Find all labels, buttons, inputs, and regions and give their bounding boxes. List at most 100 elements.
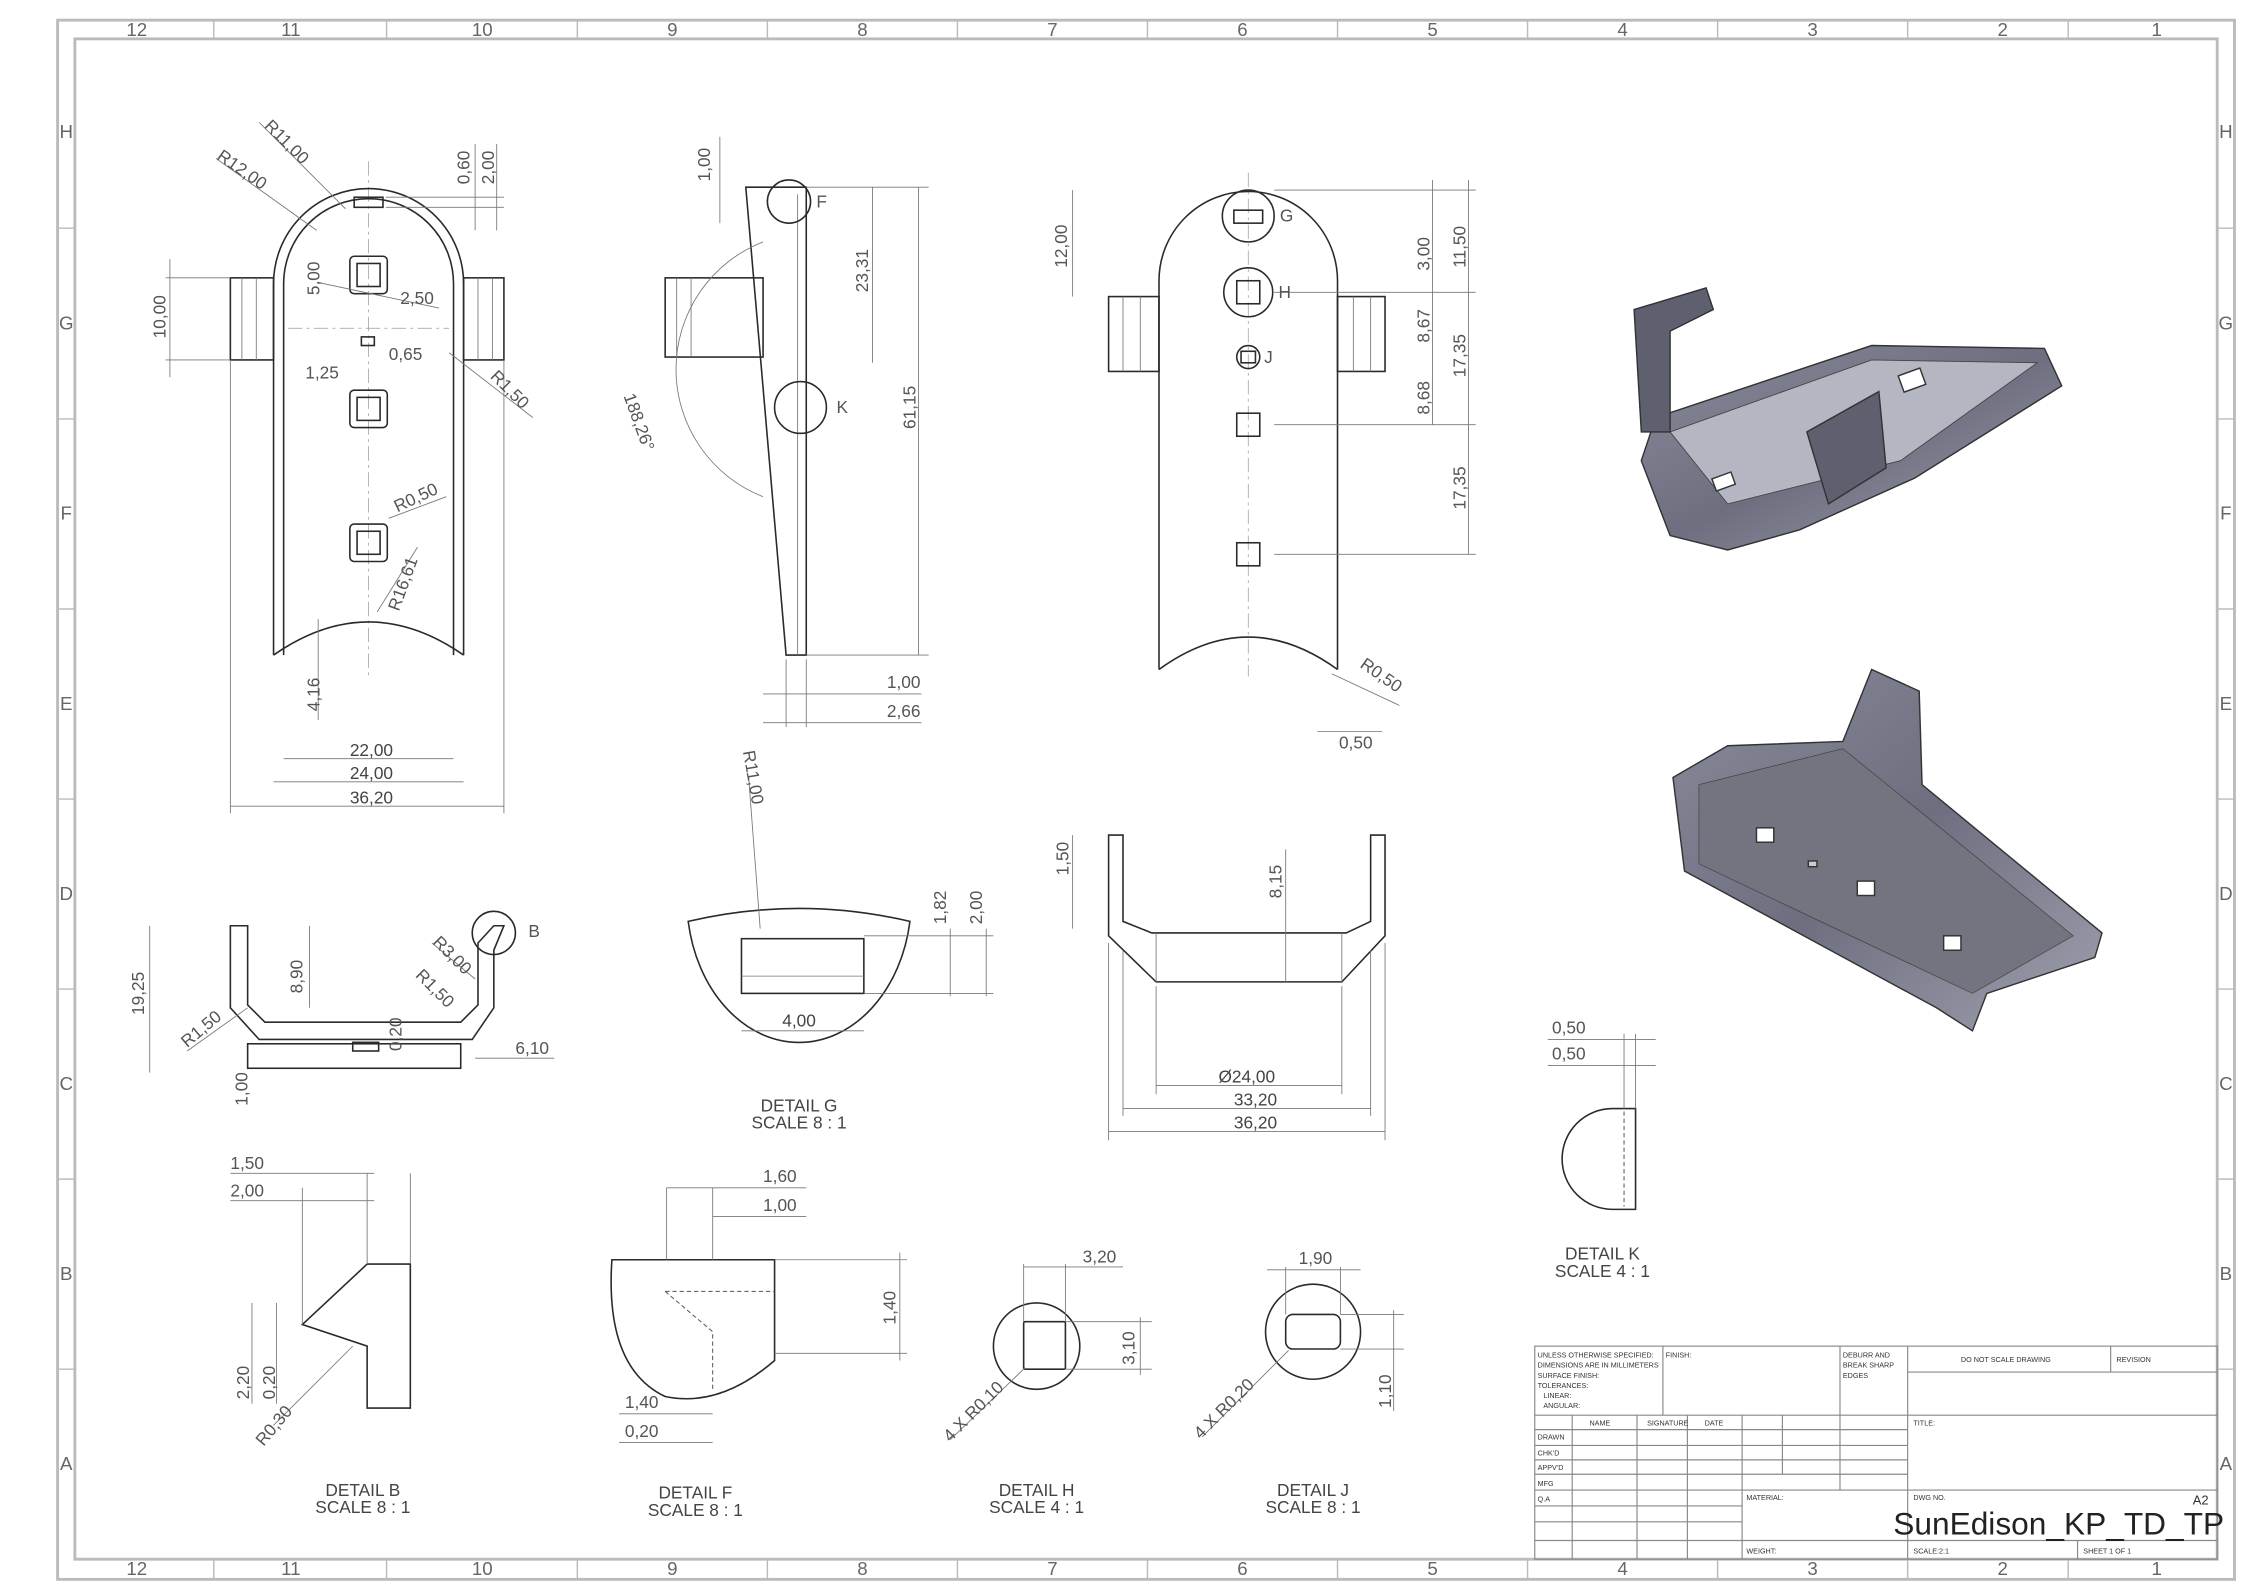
zone-row-label: H	[2219, 121, 2233, 142]
tb-deburr: DEBURR AND	[1843, 1351, 1890, 1360]
detail-scale: SCALE 8 : 1	[752, 1113, 847, 1133]
zone-column-label: 1	[2152, 19, 2162, 40]
zone-column-label: 2	[1997, 1558, 2007, 1579]
dim-label: 4 X R0,10	[939, 1377, 1007, 1445]
zone-row-label: A	[2220, 1453, 2233, 1474]
detail-title: DETAIL G	[761, 1095, 838, 1115]
zone-column-label: 12	[126, 1558, 147, 1579]
dim-label: 2,66	[887, 701, 921, 721]
dim-label: 8,15	[1265, 865, 1285, 899]
zone-column-label: 11	[281, 1558, 300, 1579]
dim-label: 1,00	[887, 672, 921, 692]
tb-header-name: NAME	[1589, 1418, 1610, 1427]
zone-row-label: B	[60, 1263, 72, 1284]
detail-b: 1,50 2,00 2,20 0,20 R0,30 DETAIL B SCALE…	[230, 1153, 412, 1517]
dim-label: 10,00	[150, 295, 170, 338]
detail-scale: SCALE 8 : 1	[648, 1500, 743, 1520]
dim-label: 1,40	[880, 1291, 900, 1325]
zone-column-label: 10	[472, 1558, 493, 1579]
detail-scale: SCALE 8 : 1	[1266, 1497, 1361, 1517]
dim-label: 2,00	[478, 151, 498, 185]
dim-label: 4 X R0,20	[1189, 1374, 1257, 1442]
dim-label: 2,20	[233, 1366, 253, 1400]
dim-label: 19,25	[128, 972, 148, 1015]
zone-row-label: B	[2220, 1263, 2232, 1284]
tb-finish: FINISH:	[1666, 1351, 1692, 1360]
dim-label: 0,20	[259, 1366, 279, 1400]
detail-scale: SCALE 8 : 1	[315, 1497, 410, 1517]
tb-note: SURFACE FINISH:	[1538, 1371, 1600, 1380]
tb-deburr: EDGES	[1843, 1371, 1868, 1380]
detail-title: DETAIL H	[999, 1480, 1075, 1500]
zone-column-label: 8	[857, 1558, 867, 1579]
tb-note: UNLESS OTHERWISE SPECIFIED:	[1538, 1351, 1654, 1360]
zone-row-label: C	[59, 1073, 73, 1094]
tb-sheet: SHEET 1 OF 1	[2083, 1546, 2131, 1555]
isometric-view-bottom	[1672, 668, 2103, 1032]
zone-row-label: F	[61, 503, 72, 524]
tb-role: DRAWN	[1538, 1433, 1565, 1442]
zone-row-label: E	[60, 693, 72, 714]
dim-label: 22,00	[350, 740, 393, 760]
front-view: R11,00 R12,00 0,60 2,00 10,00 5,00 2,50 …	[150, 115, 533, 814]
dim-label: 8,67	[1414, 309, 1434, 343]
zone-column-label: 4	[1617, 19, 1627, 40]
tb-note: TOLERANCES:	[1538, 1381, 1589, 1390]
dim-label: 1,82	[930, 891, 950, 925]
tb-dwg-no-label: DWG NO.	[1913, 1493, 1945, 1502]
zone-column-label: 5	[1427, 19, 1437, 40]
detail-title: DETAIL K	[1565, 1244, 1640, 1264]
tb-note: LINEAR:	[1543, 1391, 1571, 1400]
callout-k: K	[836, 397, 848, 417]
dim-label: 1,50	[1052, 842, 1072, 876]
callout-f: F	[816, 191, 827, 211]
dim-label: 3,10	[1119, 1331, 1139, 1365]
dim-label: 4,00	[782, 1011, 816, 1031]
zone-column-label: 7	[1047, 1558, 1057, 1579]
tb-role: CHK'D	[1538, 1449, 1560, 1458]
tb-role: Q.A	[1538, 1495, 1551, 1504]
dim-label: R11,00	[261, 115, 314, 168]
tb-note: ANGULAR:	[1543, 1401, 1580, 1410]
detail-title: DETAIL B	[325, 1480, 400, 1500]
detail-scale: SCALE 4 : 1	[1555, 1261, 1650, 1281]
zone-row-label: E	[2220, 693, 2232, 714]
dim-label: 23,31	[852, 249, 872, 292]
tb-role: APPV'D	[1538, 1463, 1564, 1472]
dim-label: 3,00	[1414, 237, 1434, 271]
dim-label: 1,60	[763, 1166, 797, 1186]
dim-label: 8,68	[1414, 381, 1434, 415]
dim-label: 0,50	[1552, 1018, 1586, 1038]
zone-column-label: 7	[1047, 19, 1057, 40]
dim-label: 3,20	[1083, 1247, 1117, 1267]
callout-g: G	[1280, 206, 1293, 226]
tb-weight: WEIGHT:	[1746, 1546, 1776, 1555]
zone-row-label: F	[2220, 503, 2231, 524]
tb-revision: REVISION	[2116, 1355, 2150, 1364]
detail-j: 1,90 1,10 4 X R0,20 DETAIL J SCALE 8 : 1	[1189, 1248, 1404, 1517]
zone-column-label: 3	[1807, 19, 1817, 40]
detail-g: R11,00 1,82 2,00 4,00 DETAIL G SCALE 8 :…	[687, 749, 994, 1133]
zone-row-label: G	[2219, 313, 2234, 334]
zone-column-label: 6	[1237, 1558, 1247, 1579]
dim-label: 24,00	[350, 763, 393, 783]
tb-title-label: TITLE:	[1913, 1418, 1935, 1427]
tb-dwg-no: SunEdison_KP_TD_TP	[1893, 1506, 2224, 1542]
isometric-view-top	[1633, 287, 2063, 551]
zone-column-label: 8	[857, 19, 867, 40]
dim-label: R3,00	[429, 932, 476, 979]
dim-label: 61,15	[900, 386, 920, 429]
dim-label: 0,20	[625, 1421, 659, 1441]
zone-row-label: C	[2219, 1073, 2233, 1094]
zone-column-label: 11	[281, 19, 300, 40]
dim-label: R0,50	[1357, 653, 1406, 696]
zone-row-label: D	[2219, 883, 2233, 904]
tb-deburr: BREAK SHARP	[1843, 1361, 1894, 1370]
detail-h: 3,20 3,10 4 X R0,10 DETAIL H SCALE 4 : 1	[939, 1247, 1152, 1517]
dim-label: R0,50	[391, 479, 441, 517]
detail-scale: SCALE 4 : 1	[989, 1497, 1084, 1517]
zone-column-label: 12	[126, 19, 147, 40]
dim-label: 4,16	[304, 678, 324, 712]
dim-label: 1,10	[1375, 1374, 1395, 1408]
